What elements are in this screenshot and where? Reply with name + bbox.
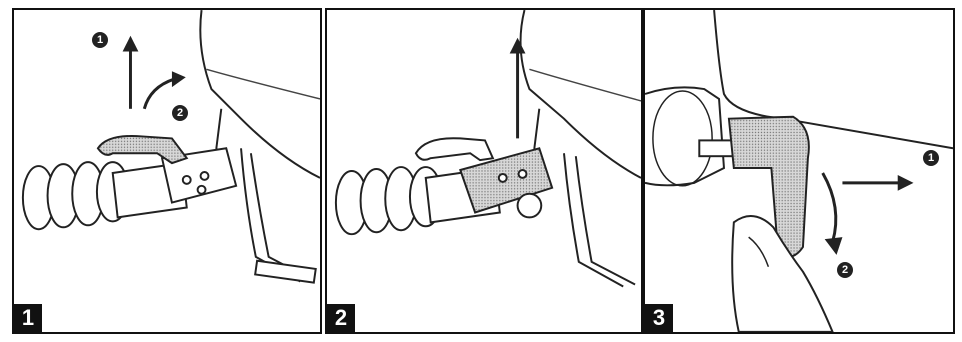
- coupling-handle: [98, 136, 187, 163]
- pull-arrow: [842, 175, 913, 191]
- step-badge-2: 2: [172, 105, 188, 121]
- tow-ball: [518, 194, 542, 218]
- lift-arrow: [510, 38, 526, 139]
- lift-arrow: [123, 36, 139, 109]
- rotate-arrow: [823, 173, 843, 255]
- rotate-arrow: [144, 71, 185, 109]
- step-badge-1: 1: [92, 32, 108, 48]
- panel-number: 2: [327, 304, 355, 332]
- coupling-handle: [416, 138, 493, 160]
- step-panel-3: 1 2 3: [643, 8, 955, 334]
- step-panel-2: 2: [325, 8, 643, 334]
- step-panel-1: 1 2 1: [12, 8, 322, 334]
- step-1-illustration: [14, 10, 320, 332]
- step-2-illustration: [327, 10, 641, 332]
- step-3-illustration: [645, 10, 953, 332]
- step-badge-1: 1: [923, 150, 939, 166]
- panel-number: 3: [645, 304, 673, 332]
- tow-bar-neck: [564, 153, 635, 286]
- step-badge-2: 2: [837, 262, 853, 278]
- panel-number: 1: [14, 304, 42, 332]
- tow-bar-neck: [241, 148, 310, 281]
